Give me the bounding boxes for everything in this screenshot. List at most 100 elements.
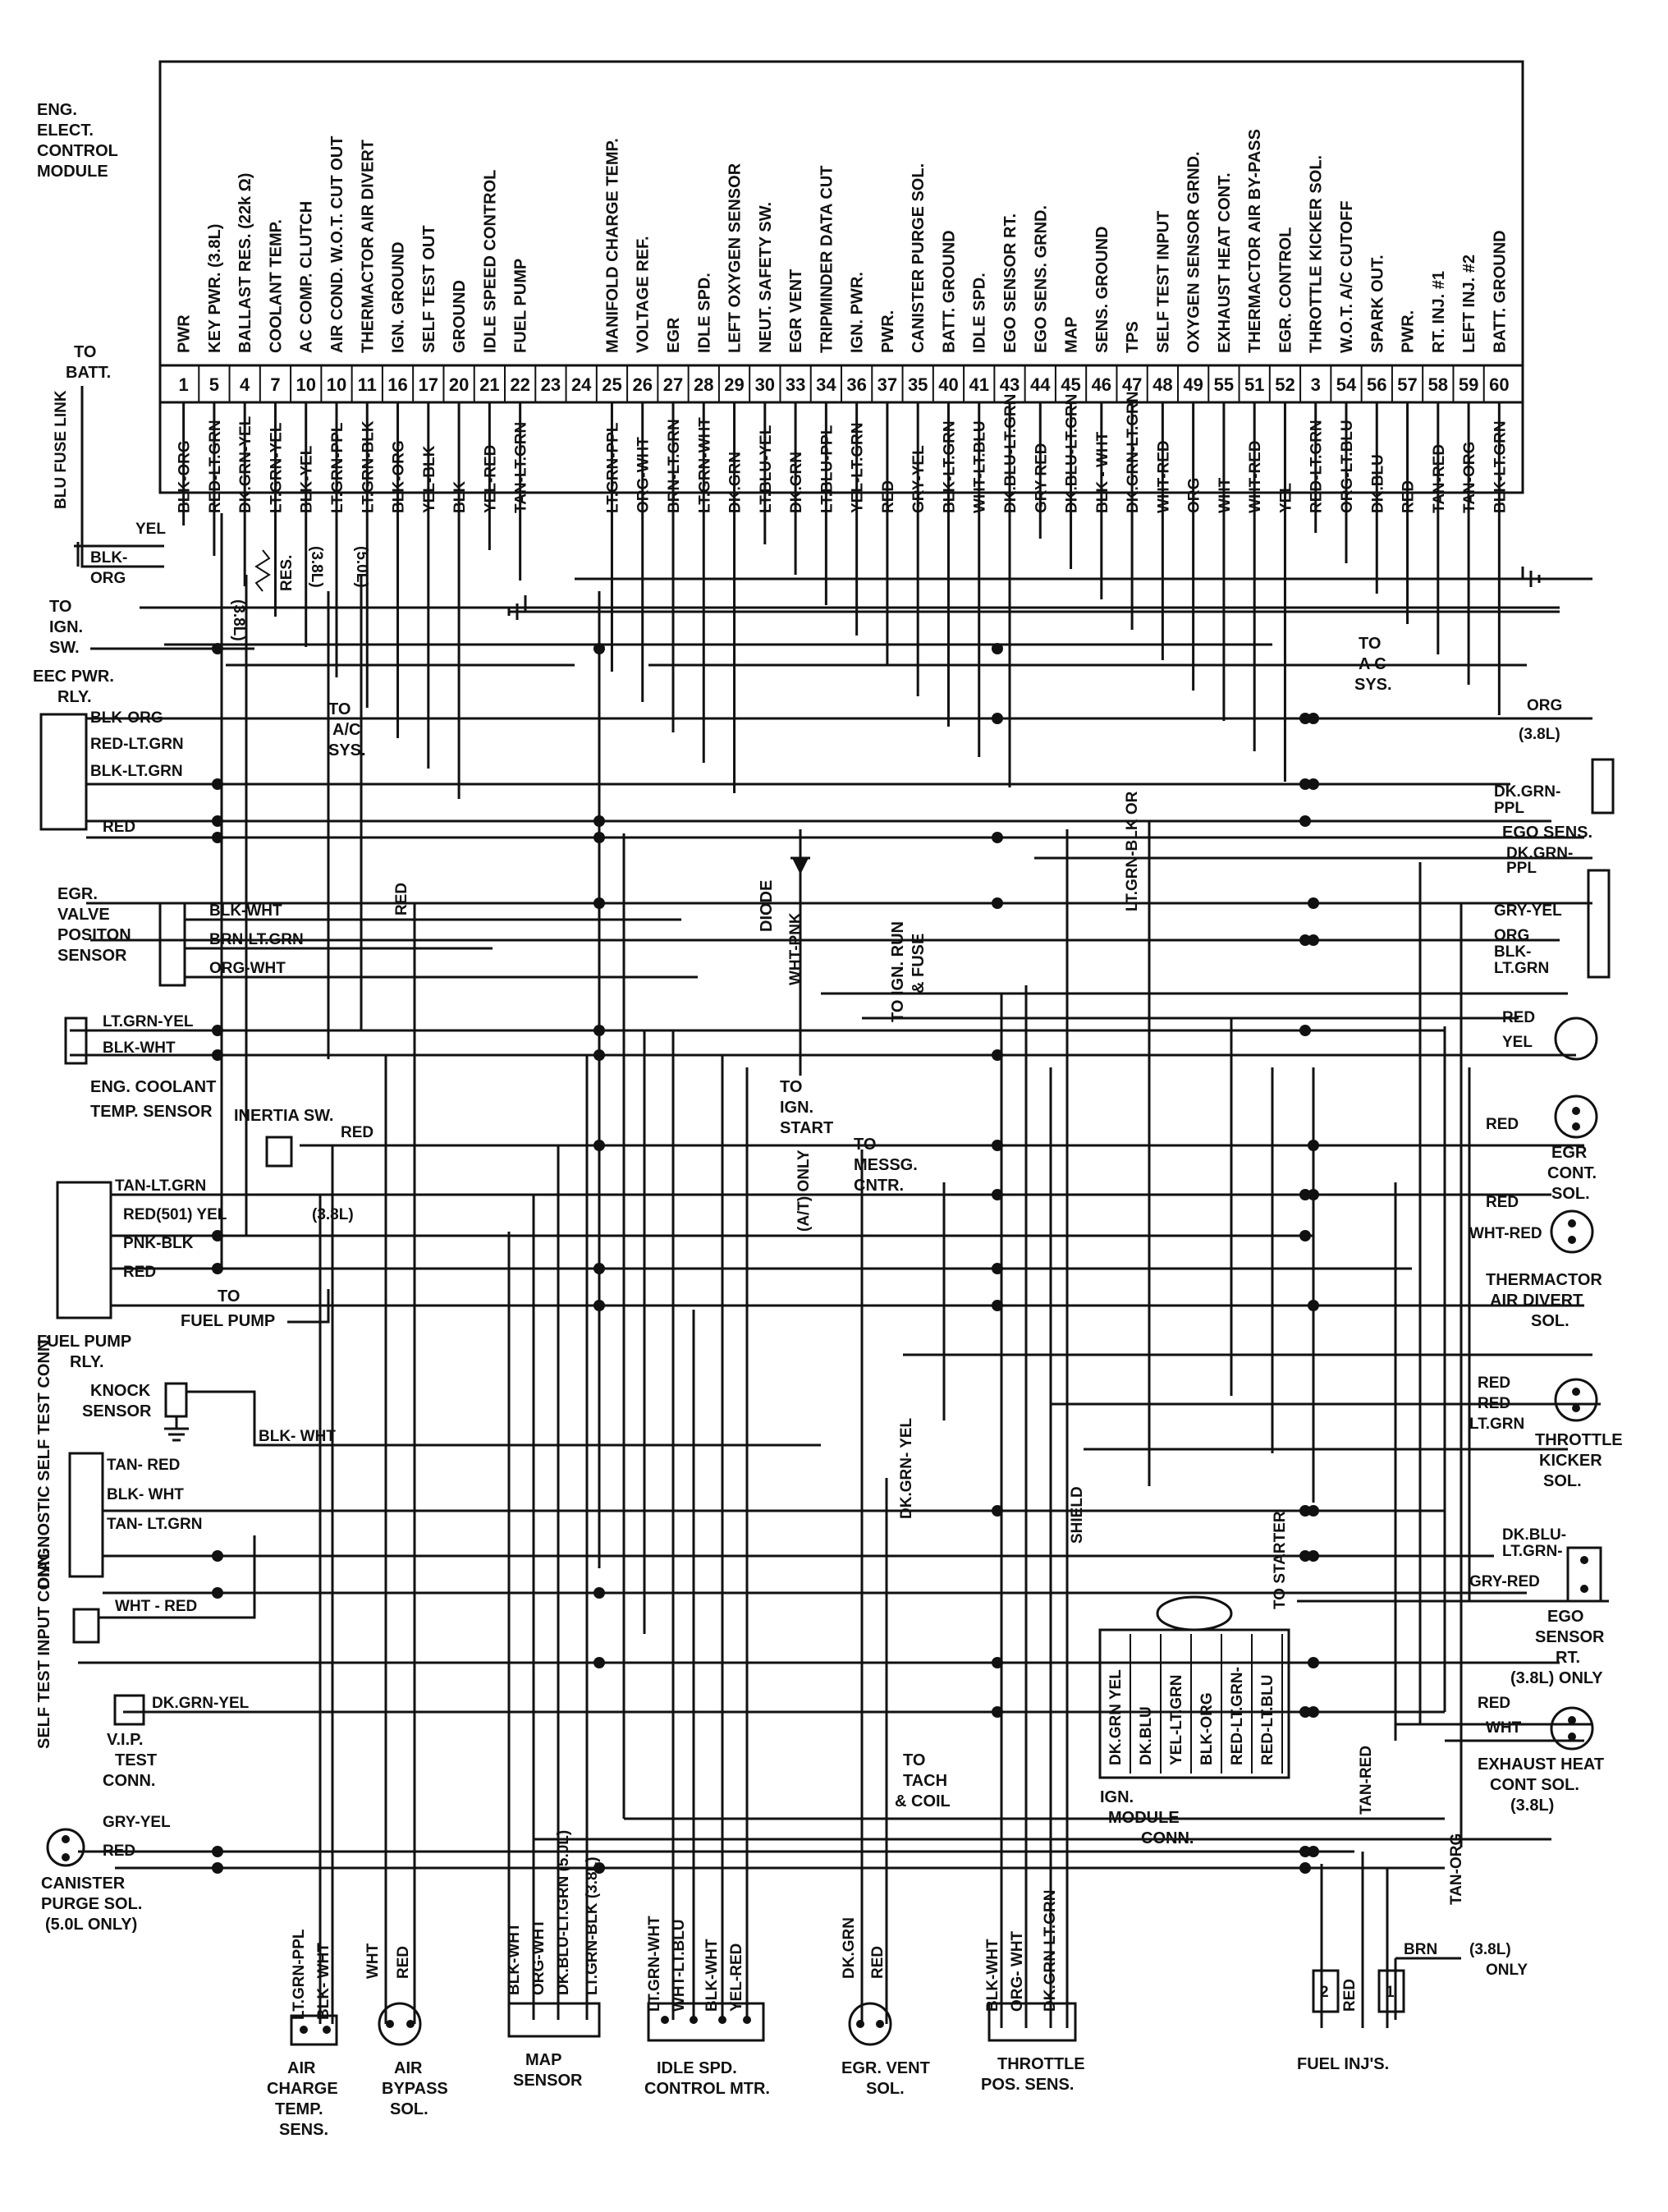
wire-junction <box>1299 1505 1311 1517</box>
wiring-lines <box>70 513 1609 2028</box>
ego-rt-label-4: (3.8L) ONLY <box>1510 1669 1603 1687</box>
exhaust-label-1: EXHAUST HEAT <box>1478 1755 1604 1774</box>
ego-rt-wire-3: GRY-RED <box>1469 1573 1540 1590</box>
ecm-pin-number: 41 <box>969 374 988 395</box>
wire-junction <box>593 1049 605 1061</box>
ecm-pin-number: 29 <box>724 374 744 395</box>
ecm-pin-function: THERMACTOR AIR DIVERT <box>359 140 377 353</box>
egr-cont-label-2: CONT. <box>1547 1164 1597 1182</box>
to-batt-label-2: BATT. <box>66 364 111 382</box>
ecm-pin-number: 28 <box>694 374 713 395</box>
wire-junction <box>1308 1706 1319 1718</box>
inertia-switch <box>265 1136 293 1168</box>
egr-valve-label-1: EGR. <box>57 885 98 903</box>
ecm-pin-function: IDLE SPD. <box>971 273 989 353</box>
ego-rt-label-1: EGO <box>1547 1608 1583 1626</box>
fuel-pump-feed <box>287 1289 330 1324</box>
wire-junction <box>1308 778 1319 790</box>
to-messg-3: CNTR. <box>854 1177 904 1195</box>
thermactor-wire-2: WHT-RED <box>1469 1225 1542 1242</box>
air-charge-wire-2: BLK- WHT <box>315 1943 332 2020</box>
map-label-2: SENSOR <box>513 2072 583 2090</box>
to-ac-right-2: A C <box>1359 655 1386 673</box>
ecm-pin-number: 59 <box>1459 374 1478 395</box>
wire-junction <box>593 815 605 827</box>
wire-junction <box>212 1230 223 1241</box>
knock-wire <box>186 1390 821 1447</box>
wire-junction <box>1299 1189 1311 1200</box>
wire-junction <box>1308 1140 1319 1151</box>
exhaust-label-2: CONT SOL. <box>1490 1776 1579 1794</box>
inj-num-1: 1 <box>1386 1984 1395 2001</box>
ecm-pin-number: 23 <box>541 374 561 395</box>
wire-junction <box>992 1505 1003 1517</box>
ecm-pin-function: IGN. GROUND <box>390 241 408 353</box>
ign-module-label-3: CONN. <box>1141 1829 1194 1847</box>
ecm-pin-function: EGR <box>665 317 683 353</box>
ecm-pin-function: BALLAST RES. (22k Ω) <box>236 173 254 353</box>
dk-grn-ppl-2a: DK.GRN- <box>1506 845 1573 862</box>
egr-vent-label-2: SOL. <box>866 2080 905 2098</box>
air-bypass-label-3: SOL. <box>390 2100 428 2118</box>
exhaust-wire-1: RED <box>1478 1695 1510 1712</box>
coolant-wire-2: BLK-WHT <box>103 1039 176 1057</box>
wire-junction <box>1308 1846 1319 1857</box>
self-test-input-label: SELF TEST INPUT CONN. <box>35 1549 53 1749</box>
dk-grn-yel-vertical: DK.GRN- YEL <box>898 1417 915 1519</box>
egr-cont-sol-top <box>1554 1017 1598 1061</box>
wire-junction <box>992 713 1003 724</box>
thermactor-label-1: THERMACTOR <box>1486 1271 1602 1289</box>
wire-junction <box>1308 897 1319 909</box>
egr-valve-wire-3: ORG-WHT <box>209 960 286 977</box>
ecm-pin-number: 10 <box>296 374 315 395</box>
ecm-pin-number: 27 <box>663 374 683 395</box>
tps-wire-1: BLK-WHT <box>984 1939 1001 2012</box>
to-ac-3: SYS. <box>328 741 366 760</box>
to-ign-sw-2: IGN. <box>49 618 83 636</box>
red-vertical-label: RED <box>393 883 410 916</box>
diagnostic-self-test-conn <box>68 1452 104 1578</box>
coolant-temp-sensor <box>64 1017 88 1065</box>
ecm-pin-number: 4 <box>240 374 250 395</box>
throttle-wire-3: LT.GRN <box>1469 1416 1524 1433</box>
egr-valve-label-3: POSITON <box>57 926 131 944</box>
idle-wire-1: LT.GRN-WHT <box>646 1916 663 2012</box>
ecm-pin-dividers <box>198 365 1485 402</box>
wire-junction <box>212 1862 223 1874</box>
air-charge-label-3: TEMP. <box>275 2100 323 2118</box>
canister-label-2: PURGE SOL. <box>41 1895 142 1913</box>
diode-label: DIODE <box>758 880 776 932</box>
wire-junction <box>212 1587 223 1599</box>
wire-junction <box>992 1657 1003 1668</box>
wire-junction <box>593 643 605 654</box>
egr-valve-label-4: SENSOR <box>57 947 127 965</box>
to-ign-start-3: START <box>780 1119 833 1137</box>
fuel-pump-relay <box>56 1181 112 1319</box>
ign-module-wire: DK.BLU <box>1138 1706 1155 1765</box>
ecm-pin-number: 3 <box>1311 374 1321 395</box>
fuel-pump-wire-4: RED <box>123 1264 156 1281</box>
ecm-pin-function: TPS <box>1124 321 1142 353</box>
tps-label-1: THROTTLE <box>997 2055 1085 2073</box>
ecm-pin-number: 7 <box>270 374 280 395</box>
fuel-pump-wire-1: TAN-LT.GRN <box>115 1177 206 1195</box>
wire-junction <box>1299 815 1311 827</box>
ecm-pin-number: 51 <box>1244 374 1264 395</box>
ecm-pin-number: 60 <box>1489 374 1509 395</box>
wire-junction <box>212 1263 223 1274</box>
wire-junction <box>992 1300 1003 1311</box>
to-fuel-pump-2: FUEL PUMP <box>181 1312 275 1330</box>
knock-sensor <box>164 1382 188 1418</box>
fuel-injector-1 <box>1377 1969 1405 2013</box>
ecm-pin-function: COOLANT TEMP. <box>267 219 285 353</box>
wire-junction <box>1299 1025 1311 1036</box>
tps-wire-2: ORG- WHT <box>1009 1930 1026 2012</box>
ego-sens-left-conn <box>1591 758 1615 815</box>
vip-test-conn <box>113 1694 145 1726</box>
to-ign-sw-3: SW. <box>49 639 80 657</box>
egr-cont-label-3: SOL. <box>1551 1185 1590 1203</box>
fuel-pump-rly-label-1: FUEL PUMP <box>37 1333 131 1351</box>
